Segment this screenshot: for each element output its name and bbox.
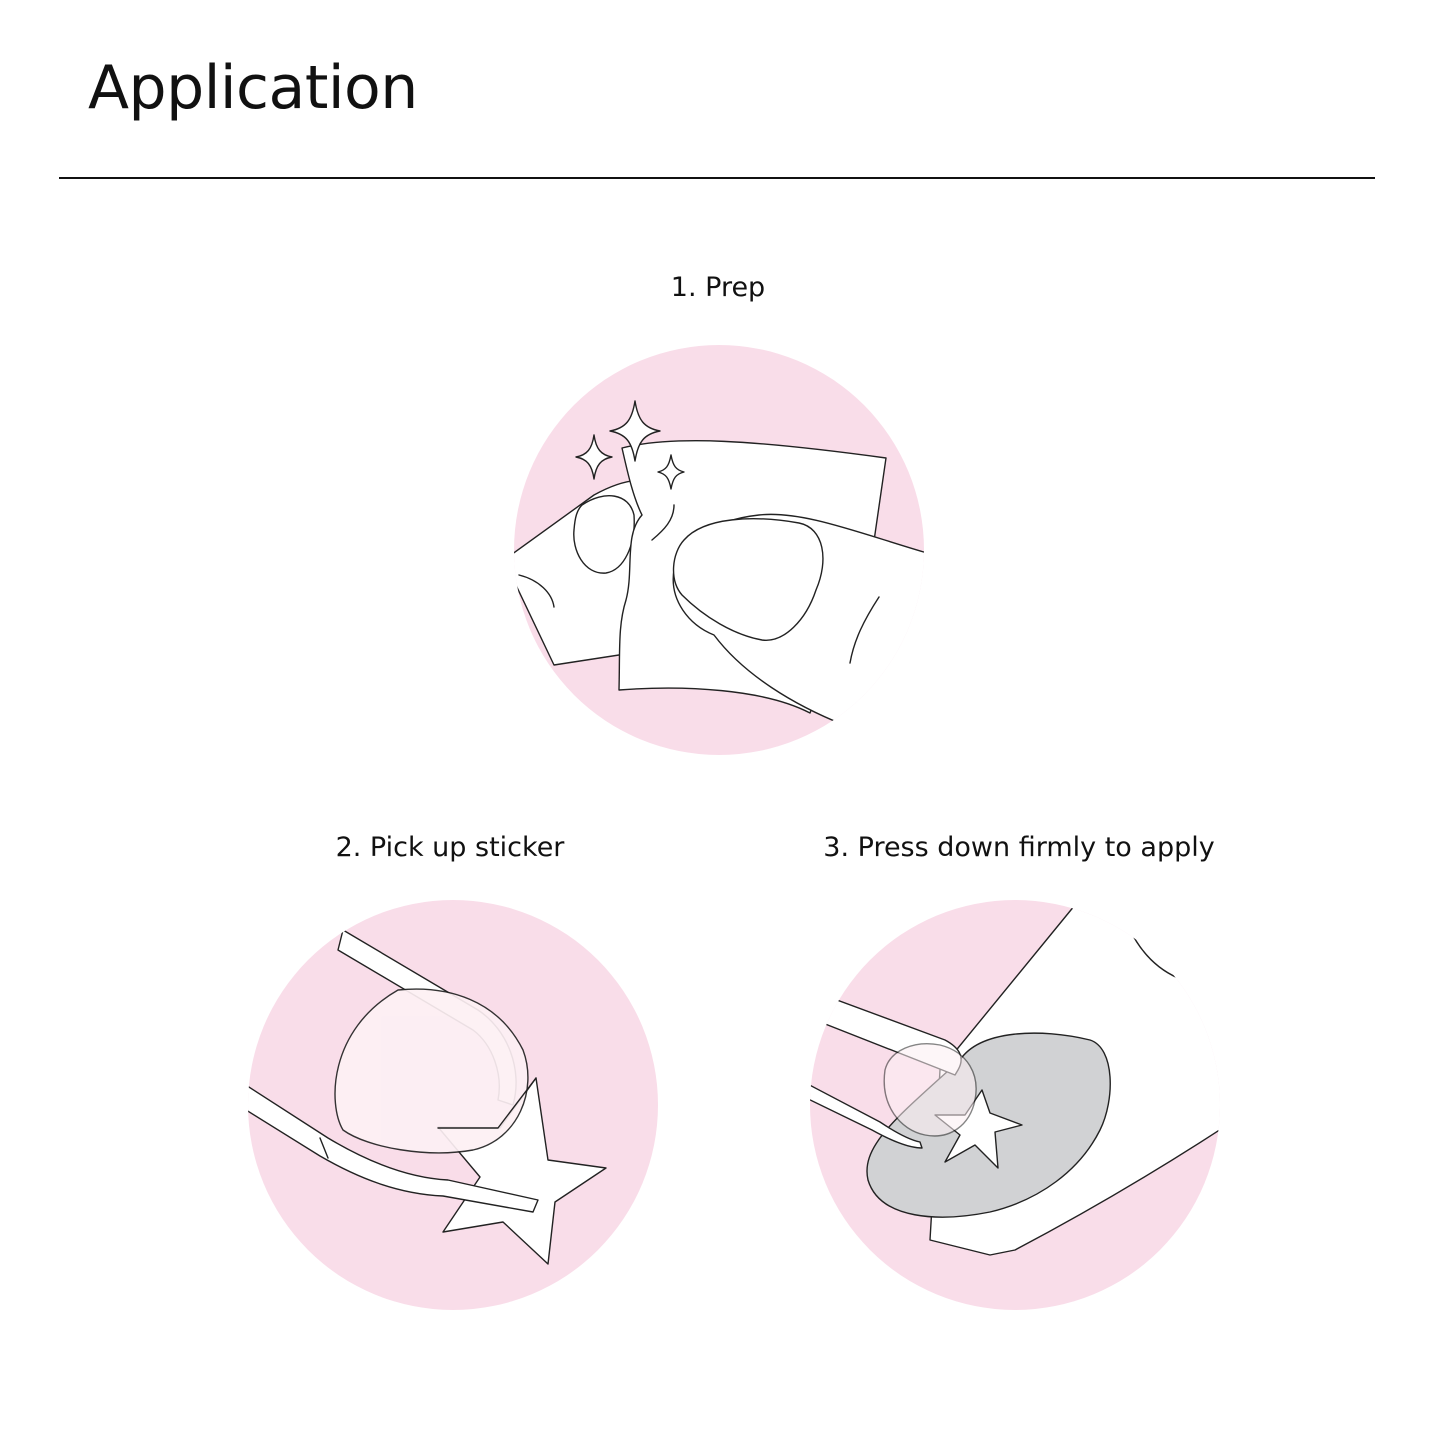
tweezers-lower-arm-icon — [810, 1079, 923, 1149]
prep-wipe-illustration — [514, 345, 924, 755]
step-2-label: 2. Pick up sticker — [335, 832, 565, 863]
left-fingernail-icon — [573, 495, 635, 574]
sparkle-icon — [657, 454, 685, 490]
sticker-backing-icon — [883, 1043, 977, 1137]
right-fingernail-icon — [672, 518, 824, 641]
sparkle-icon — [609, 400, 661, 462]
pick-up-sticker-illustration — [248, 900, 658, 1310]
press-down-illustration — [810, 900, 1220, 1310]
sparkle-icon — [575, 434, 613, 480]
title-divider — [59, 177, 1375, 179]
step-1-illustration — [514, 345, 924, 755]
step-1-label: 1. Prep — [670, 272, 766, 303]
step-3-label: 3. Press down firmly to apply — [823, 832, 1215, 863]
page-title: Application — [88, 53, 418, 123]
step-2-illustration — [248, 900, 658, 1310]
step-3-illustration — [810, 900, 1220, 1310]
tweezers-lower-arm-icon — [248, 1079, 539, 1213]
sticker-backing-icon — [334, 988, 529, 1154]
